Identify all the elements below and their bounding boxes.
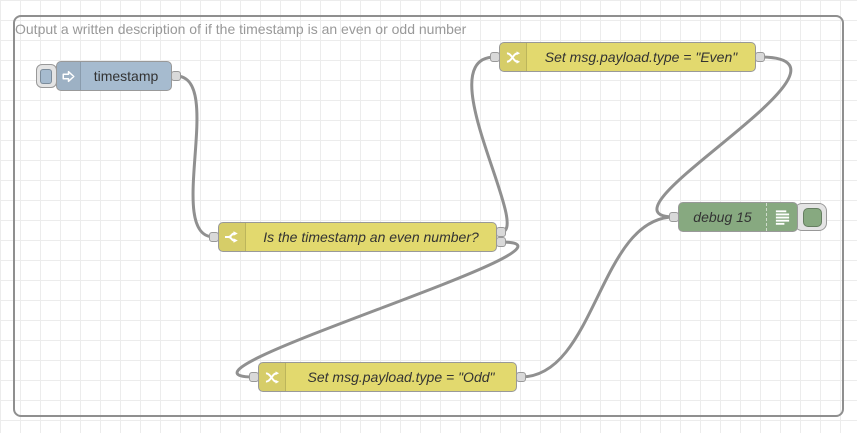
port-debug-input[interactable] [669, 212, 679, 222]
node-debug-label: debug 15 [693, 209, 752, 225]
node-inject[interactable]: timestamp [56, 61, 172, 91]
debug-toggle-button[interactable] [794, 203, 827, 231]
port-change-odd-input[interactable] [249, 372, 259, 382]
wire-inject-to-switch[interactable] [174, 74, 216, 239]
port-change-even-output[interactable] [755, 52, 765, 62]
switch-fork-icon [225, 231, 238, 243]
wire-switch-to-change-even[interactable] [470, 55, 509, 234]
port-switch-input[interactable] [209, 232, 219, 242]
node-change-odd-label: Set msg.payload.type = "Odd" [307, 369, 495, 385]
inject-arrow-icon [62, 70, 75, 82]
node-debug[interactable]: debug 15 [678, 202, 798, 232]
switch-icon-region [219, 223, 246, 251]
inject-icon-region [57, 62, 81, 90]
port-inject-output[interactable] [171, 71, 181, 81]
inject-trigger-button[interactable] [36, 64, 57, 88]
debug-icon-region [766, 203, 797, 231]
port-switch-output-2[interactable] [496, 237, 506, 247]
change-even-icon-region [500, 43, 527, 71]
wire-change-even-to-debug[interactable] [655, 55, 793, 219]
node-switch-label: Is the timestamp an even number? [263, 229, 479, 245]
node-switch[interactable]: Is the timestamp an even number? [218, 222, 497, 252]
change-shuffle-icon [265, 370, 279, 384]
port-change-odd-output[interactable] [516, 372, 526, 382]
change-odd-icon-region [259, 363, 286, 391]
port-switch-output-1[interactable] [496, 227, 506, 237]
debug-list-icon [775, 209, 789, 225]
port-change-even-input[interactable] [490, 52, 500, 62]
node-change-even[interactable]: Set msg.payload.type = "Even" [499, 42, 756, 72]
change-shuffle-icon [506, 50, 520, 64]
node-change-even-label: Set msg.payload.type = "Even" [544, 49, 738, 65]
wire-switch-to-change-odd[interactable] [235, 240, 520, 379]
debug-button-inner [803, 208, 822, 227]
node-change-odd[interactable]: Set msg.payload.type = "Odd" [258, 362, 517, 392]
inject-button-inner [40, 69, 52, 84]
node-inject-label: timestamp [93, 68, 159, 84]
comment-node[interactable]: Output a written description of if the t… [15, 21, 467, 37]
wire-change-odd-to-debug[interactable] [519, 215, 676, 379]
